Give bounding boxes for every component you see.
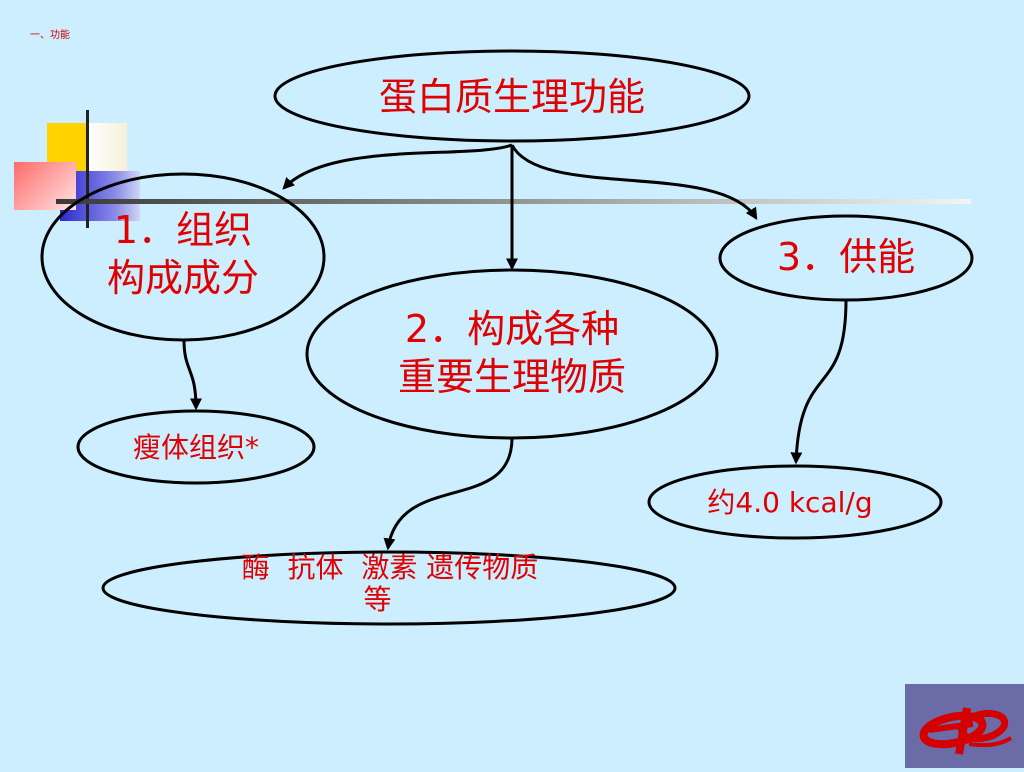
edge-branch-1-to-leaf-1 xyxy=(182,339,202,411)
leaf-node-2-line-1: 酶 抗体 激素 遗传物质 xyxy=(241,551,539,584)
ep-logo-icon xyxy=(905,684,1024,768)
leaf-node-2-shape xyxy=(101,550,677,626)
leaf-node-3-shape xyxy=(647,464,943,540)
branch-node-1-line-2: 构成成分 xyxy=(106,255,259,300)
branch-node-2-line-1: 2．构成各种 xyxy=(404,307,620,351)
edge-root-to-branch-1 xyxy=(282,143,513,190)
leaf-node-1-shape xyxy=(76,409,316,485)
branch-node-1-label: 1．组织 构成成分 xyxy=(63,207,303,302)
edge-branch-2-to-leaf-2 xyxy=(383,437,514,551)
root-node-shape xyxy=(273,49,751,143)
edge-root-to-branch-3 xyxy=(510,144,758,221)
leaf-node-2-label: 酶 抗体 激素 遗传物质 等 xyxy=(180,551,600,616)
branch-node-1-line-1: 1．组织 xyxy=(113,208,253,252)
branch-node-2-line-2: 重要生理物质 xyxy=(397,354,626,399)
edge-branch-3-to-leaf-3 xyxy=(790,299,848,465)
breadcrumb: 一、功能 xyxy=(30,30,70,41)
leaf-node-3-label: 约4.0 kcal/g xyxy=(707,486,873,519)
branch-node-2-label: 2．构成各种 重要生理物质 xyxy=(332,306,692,401)
leaf-node-1-label: 瘦体组织* xyxy=(132,431,259,464)
leaf-node-2-line-2: 等 xyxy=(363,583,392,617)
root-node-label: 蛋白质生理功能 xyxy=(378,75,645,119)
branch-node-3-label: 3．供能 xyxy=(776,235,916,279)
